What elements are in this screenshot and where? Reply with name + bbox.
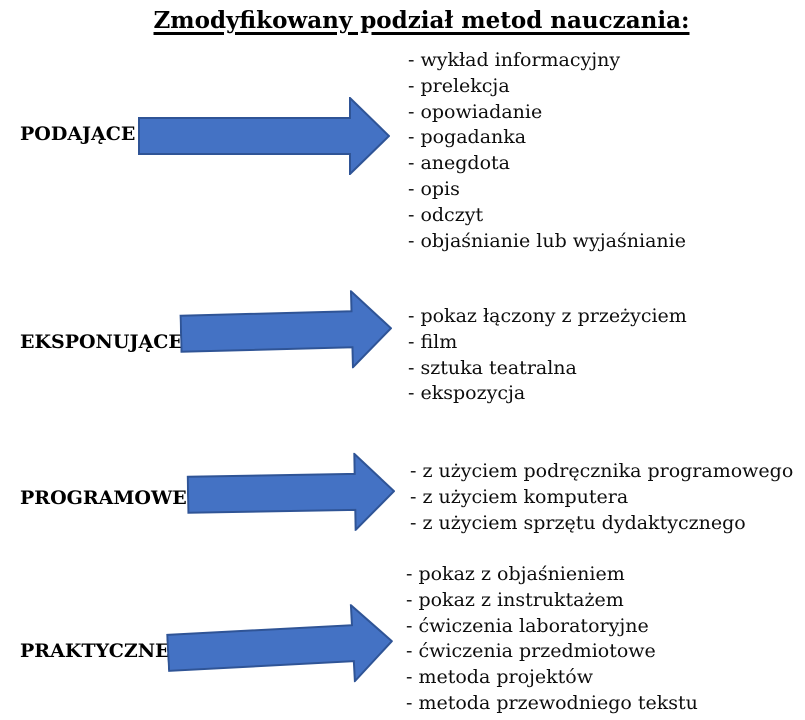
method-item: - metoda projektów [406, 666, 593, 689]
diagram-title: Zmodyfikowany podział metod nauczania: [153, 7, 690, 34]
method-item: - pokaz z instruktażem [406, 588, 624, 611]
category-label-programowe: PROGRAMOWE [20, 487, 187, 509]
method-item: - metoda przewodniego tekstu [406, 691, 698, 714]
category-label-eksponujace: EKSPONUJĄCE [20, 331, 183, 353]
method-item: - z użyciem podręcznika programowego [410, 460, 794, 482]
arrow-shape [186, 452, 396, 533]
method-item: - opowiadanie [408, 100, 543, 123]
method-item: - opis [408, 177, 460, 200]
method-list-eksponujace: - pokaz łączony z przeżyciem - film - sz… [408, 304, 687, 407]
method-item: - prelekcja [408, 74, 510, 97]
right-arrow-icon [179, 289, 393, 370]
category-label-praktyczne: PRAKTYCZNE [20, 640, 170, 662]
method-item: - ekspozycja [408, 382, 526, 405]
arrow-shape [179, 289, 393, 370]
method-item: - pogadanka [408, 126, 527, 149]
arrow-shape [138, 97, 390, 175]
method-item: - ćwiczenia laboratoryjne [406, 614, 649, 637]
method-item: - anegdota [408, 152, 510, 175]
method-item: - pokaz z objaśnieniem [406, 563, 625, 585]
category-label-podajace: PODAJĄCE [20, 123, 136, 145]
method-item: - sztuka teatralna [408, 356, 577, 379]
method-item: - wykład informacyjny [408, 49, 621, 71]
method-list-programowe: - z użyciem podręcznika programowego - z… [410, 459, 793, 536]
method-item: - film [408, 330, 458, 353]
right-arrow-icon [166, 602, 394, 684]
method-list-podajace: - wykład informacyjny - prelekcja - opow… [408, 48, 686, 254]
method-item: - z użyciem komputera [410, 485, 629, 508]
method-item: - ćwiczenia przedmiotowe [406, 640, 656, 663]
right-arrow-icon [186, 452, 396, 533]
method-item: - odczyt [408, 203, 484, 226]
right-arrow-icon [138, 97, 390, 175]
arrow-shape [166, 602, 394, 684]
method-item: - z użyciem sprzętu dydaktycznego [410, 511, 746, 534]
method-item: - pokaz łączony z przeżyciem [408, 305, 687, 327]
method-list-praktyczne: - pokaz z objaśnieniem - pokaz z instruk… [406, 562, 698, 717]
method-item: - objaśnianie lub wyjaśnianie [408, 229, 686, 252]
